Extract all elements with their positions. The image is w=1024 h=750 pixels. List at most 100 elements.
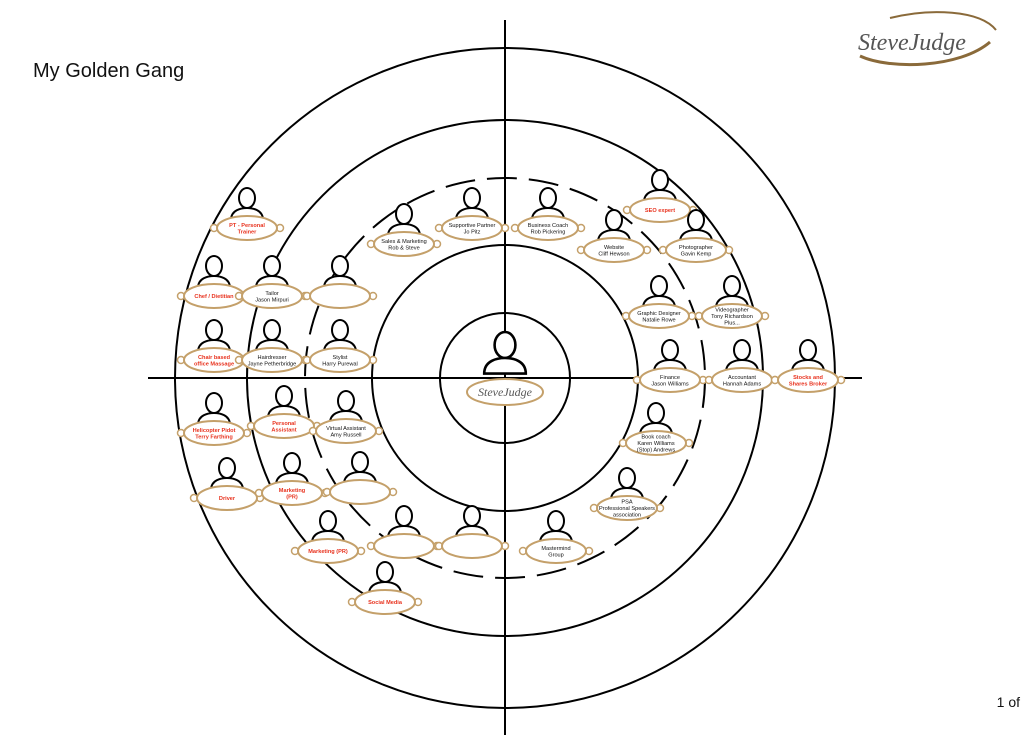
person-label: Accountant xyxy=(728,375,756,381)
person-badge xyxy=(241,347,303,373)
person-label: Business Coach xyxy=(528,223,568,229)
person-badge xyxy=(441,533,503,559)
person-badge xyxy=(183,420,245,446)
center-node: SteveJudge xyxy=(466,330,544,406)
person-badge xyxy=(261,480,323,506)
person-label: Finance xyxy=(660,375,680,381)
person-label: Chair based xyxy=(198,355,231,361)
person-marketing-pr-2: Marketing (PR) xyxy=(290,510,366,564)
center-label: SteveJudge xyxy=(478,385,533,399)
person-badge xyxy=(665,237,727,263)
person-label: Group xyxy=(548,552,564,558)
person-badge xyxy=(354,589,416,615)
person-label: Helicopter Pidot xyxy=(193,428,236,434)
person-badge xyxy=(196,485,258,511)
person-empty-1 xyxy=(302,255,378,309)
person-badge xyxy=(596,495,658,521)
person-badge xyxy=(583,237,645,263)
person-badge xyxy=(625,430,687,456)
person-label: Natalie Rowe xyxy=(642,317,675,323)
brand-logo-text: SteveJudge xyxy=(858,30,966,56)
person-marketing-pr-1: Marketing(PR) xyxy=(254,452,330,506)
person-badge xyxy=(639,367,701,393)
person-label: Stocks and xyxy=(793,375,823,381)
person-label: Videographer xyxy=(715,308,749,314)
person-label: Photographer xyxy=(679,245,713,251)
person-badge xyxy=(315,418,377,444)
person-badge xyxy=(253,413,315,439)
person-label: office Massage xyxy=(194,361,234,367)
person-label: Tailor xyxy=(265,291,279,297)
person-label: Trainer xyxy=(238,229,257,235)
person-label: Professional Speakers xyxy=(599,506,655,512)
person-label: Assistant xyxy=(271,427,296,433)
person-badge xyxy=(309,283,371,309)
person-label: Cliff Hewson xyxy=(598,251,629,257)
person-badge xyxy=(373,231,435,257)
person-seo-expert: SEO expert xyxy=(622,169,698,223)
person-label: Tony Richardson xyxy=(711,314,753,320)
person-label: Rob Pickering xyxy=(531,229,566,235)
person-label: Marketing xyxy=(279,488,306,494)
person-label: Gavin Kemp xyxy=(681,251,712,257)
person-label: Jo Pitz xyxy=(464,229,481,235)
person-badge xyxy=(517,215,579,241)
person-chef: Chef / Dietitian xyxy=(176,255,252,309)
brand-logo: SteveJudge xyxy=(850,8,1000,70)
person-label: Stylist xyxy=(333,355,348,361)
brand-logo-graphic: SteveJudge xyxy=(858,11,997,67)
person-label: Book coach xyxy=(641,435,670,441)
person-label: Hannah Adams xyxy=(723,381,761,387)
person-label: Amy Russell xyxy=(330,432,361,438)
person-label: Marketing (PR) xyxy=(308,549,348,555)
person-badge xyxy=(297,538,359,564)
person-badge xyxy=(701,303,763,329)
page-indicator: 1 of xyxy=(996,694,1020,710)
person-label: Terry Farthing xyxy=(195,434,233,440)
person-label: SEO expert xyxy=(645,208,675,214)
person-badge xyxy=(777,367,839,393)
person-label: Supportive Partner xyxy=(449,223,496,229)
person-label: Plus... xyxy=(724,321,740,327)
person-label: Driver xyxy=(219,496,236,502)
person-empty-4 xyxy=(434,505,510,559)
person-empty-2 xyxy=(322,451,398,505)
person-label: (PR) xyxy=(286,494,298,500)
person-badge xyxy=(629,197,691,223)
person-badge xyxy=(309,347,371,373)
person-badge xyxy=(373,533,435,559)
person-label: Jayne Petherbridge xyxy=(248,361,297,367)
person-label: Mastermind xyxy=(541,546,570,552)
person-label: Hairdresser xyxy=(258,355,287,361)
person-label: Harry Purewal xyxy=(322,361,357,367)
person-badge xyxy=(329,479,391,505)
person-label: (Stop) Andrews xyxy=(637,448,675,454)
person-label: association xyxy=(613,513,641,519)
person-badge xyxy=(216,215,278,241)
page-title: My Golden Gang xyxy=(33,60,185,82)
person-label: Chef / Dietitian xyxy=(194,294,234,300)
person-label: Personal xyxy=(272,421,296,427)
person-label: Karen Williams xyxy=(637,441,675,447)
person-label: Website xyxy=(604,245,624,251)
person-social-media: Social Media xyxy=(347,561,423,615)
person-badge xyxy=(628,303,690,329)
